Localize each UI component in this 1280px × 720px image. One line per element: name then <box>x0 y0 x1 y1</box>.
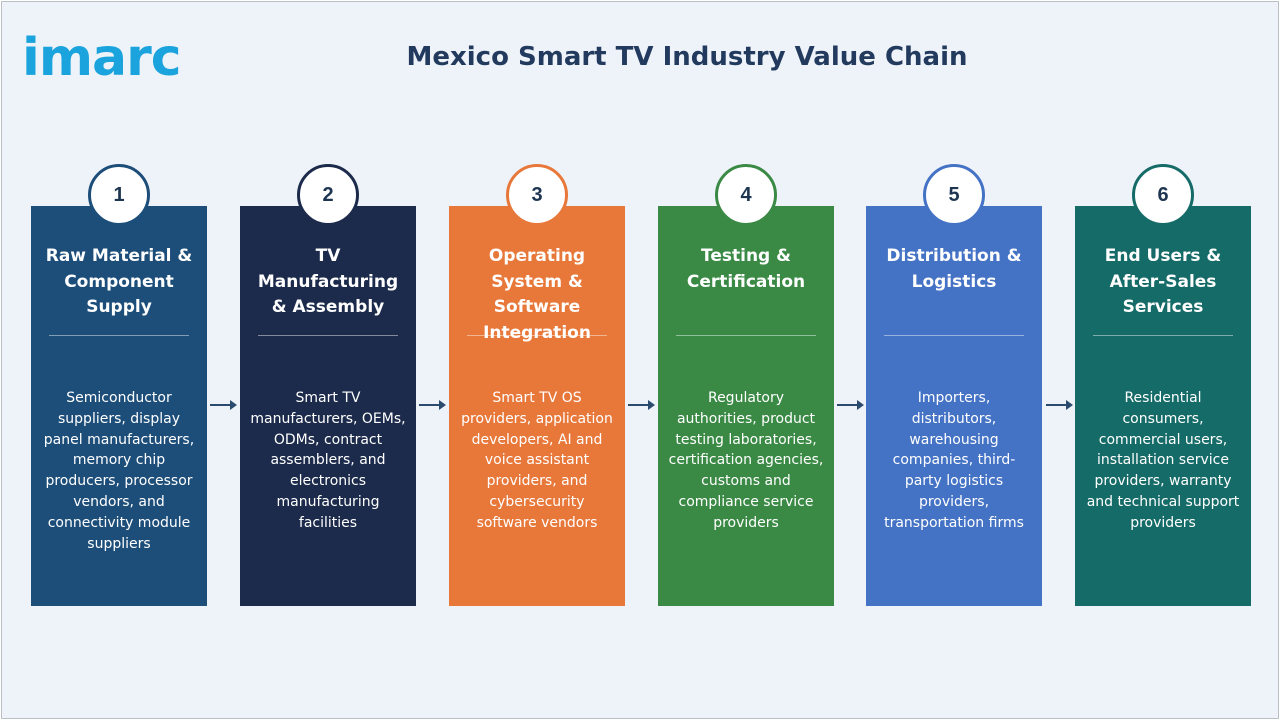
stage-title: End Users & After-Sales Services <box>1104 246 1222 317</box>
stage-divider <box>676 335 816 336</box>
stage-card: 4 Testing & Certification Regulatory aut… <box>658 164 834 606</box>
stage-number-badge: 3 <box>506 164 568 226</box>
stage-divider <box>467 335 607 336</box>
diagram-title: Mexico Smart TV Industry Value Chain <box>406 42 968 72</box>
stage-description: Smart TV manufacturers, OEMs, ODMs, cont… <box>250 390 406 531</box>
stage-1: 1 Raw Material & Component Supply Semico… <box>31 164 207 606</box>
stage-title: Operating System & Software Integration <box>483 246 591 343</box>
stage-2: 2 TV Manufacturing & Assembly Smart TV m… <box>240 164 416 606</box>
stage-title: Raw Material & Component Supply <box>45 246 193 317</box>
stage-description: Regulatory authorities, product testing … <box>668 390 824 531</box>
arrow-right-icon <box>837 400 864 410</box>
stage-6: 6 End Users & After-Sales Services Resid… <box>1075 164 1251 606</box>
stage-description: Smart TV OS providers, application devel… <box>461 390 613 531</box>
stage-number-badge: 1 <box>88 164 150 226</box>
stage-divider <box>49 335 189 336</box>
stage-card: 3 Operating System & Software Integratio… <box>449 164 625 606</box>
stage-card: 5 Distribution & Logistics Importers, di… <box>866 164 1042 606</box>
stage-number-badge: 5 <box>923 164 985 226</box>
arrow-right-icon <box>419 400 446 410</box>
stage-number-badge: 2 <box>297 164 359 226</box>
stage-number-badge: 4 <box>715 164 777 226</box>
stage-description: Residential consumers, commercial users,… <box>1086 390 1240 531</box>
stage-description: Semiconductor suppliers, display panel m… <box>43 390 195 552</box>
stage-divider <box>258 335 398 336</box>
stage-3: 3 Operating System & Software Integratio… <box>449 164 625 606</box>
stage-card: 6 End Users & After-Sales Services Resid… <box>1075 164 1251 606</box>
stage-card: 1 Raw Material & Component Supply Semico… <box>31 164 207 606</box>
stage-title: TV Manufacturing & Assembly <box>257 246 399 317</box>
stage-4: 4 Testing & Certification Regulatory aut… <box>658 164 834 606</box>
arrow-right-icon <box>1046 400 1073 410</box>
stage-title: Distribution & Logistics <box>886 246 1022 292</box>
stage-card: 2 TV Manufacturing & Assembly Smart TV m… <box>240 164 416 606</box>
stage-divider <box>1093 335 1233 336</box>
stage-divider <box>884 335 1024 336</box>
stage-description: Importers, distributors, warehousing com… <box>884 390 1024 531</box>
logo-text: imarc <box>22 28 182 88</box>
arrow-right-icon <box>210 400 237 410</box>
stage-number-badge: 6 <box>1132 164 1194 226</box>
arrow-right-icon <box>628 400 655 410</box>
stage-5: 5 Distribution & Logistics Importers, di… <box>866 164 1042 606</box>
stage-title: Testing & Certification <box>686 246 806 292</box>
imarc-logo: imarc <box>22 24 182 88</box>
